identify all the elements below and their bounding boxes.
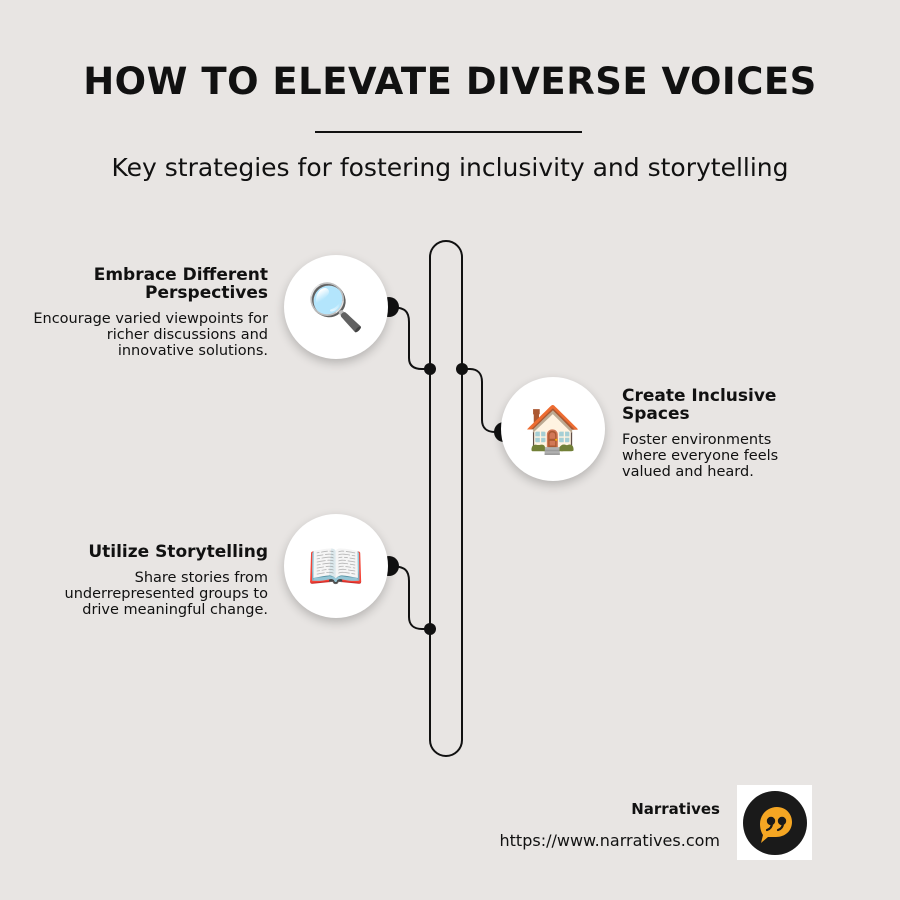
item-title: Embrace Different Perspectives [93,265,268,303]
item-description: Encourage varied viewpoints for richer d… [33,311,268,359]
storytelling-icon-circle: 📖 [284,514,388,618]
connector-junction-3 [424,623,436,635]
page-subtitle: Key strategies for fostering inclusivity… [111,153,789,182]
perspectives-icon-circle: 🔍 [284,255,388,359]
connector-line-1 [388,306,430,370]
item-title: Create Inclusive Spaces [622,386,777,424]
connector-junction-1 [424,363,436,375]
title-divider [315,131,582,133]
brand-url[interactable]: https://www.narratives.com [499,831,720,850]
item-description: Foster environments where everyone feels… [622,432,779,480]
inclusive-spaces-icon-circle: 🏠 [501,377,605,481]
item-perspectives: Embrace Different Perspectives Encourage… [28,266,268,359]
open-book-icon: 📖 [307,539,365,593]
brand-logo [737,785,812,860]
connector-line-2 [462,368,504,433]
item-storytelling: Utilize Storytelling Share stories from … [28,543,268,618]
item-title: Utilize Storytelling [88,542,268,562]
brand-name: Narratives [631,800,720,818]
house-icon: 🏠 [524,402,582,456]
connector-line-3 [388,565,430,630]
connector-junction-2 [456,363,468,375]
item-inclusive-spaces: Create Inclusive Spaces Foster environme… [622,387,812,480]
timeline-track [429,240,463,757]
page-title: HOW TO ELEVATE DIVERSE VOICES [83,60,817,103]
magnifying-glass-icon: 🔍 [307,280,365,334]
item-description: Share stories from underrepresented grou… [64,570,268,618]
speech-bubble-logo-icon [742,790,807,855]
